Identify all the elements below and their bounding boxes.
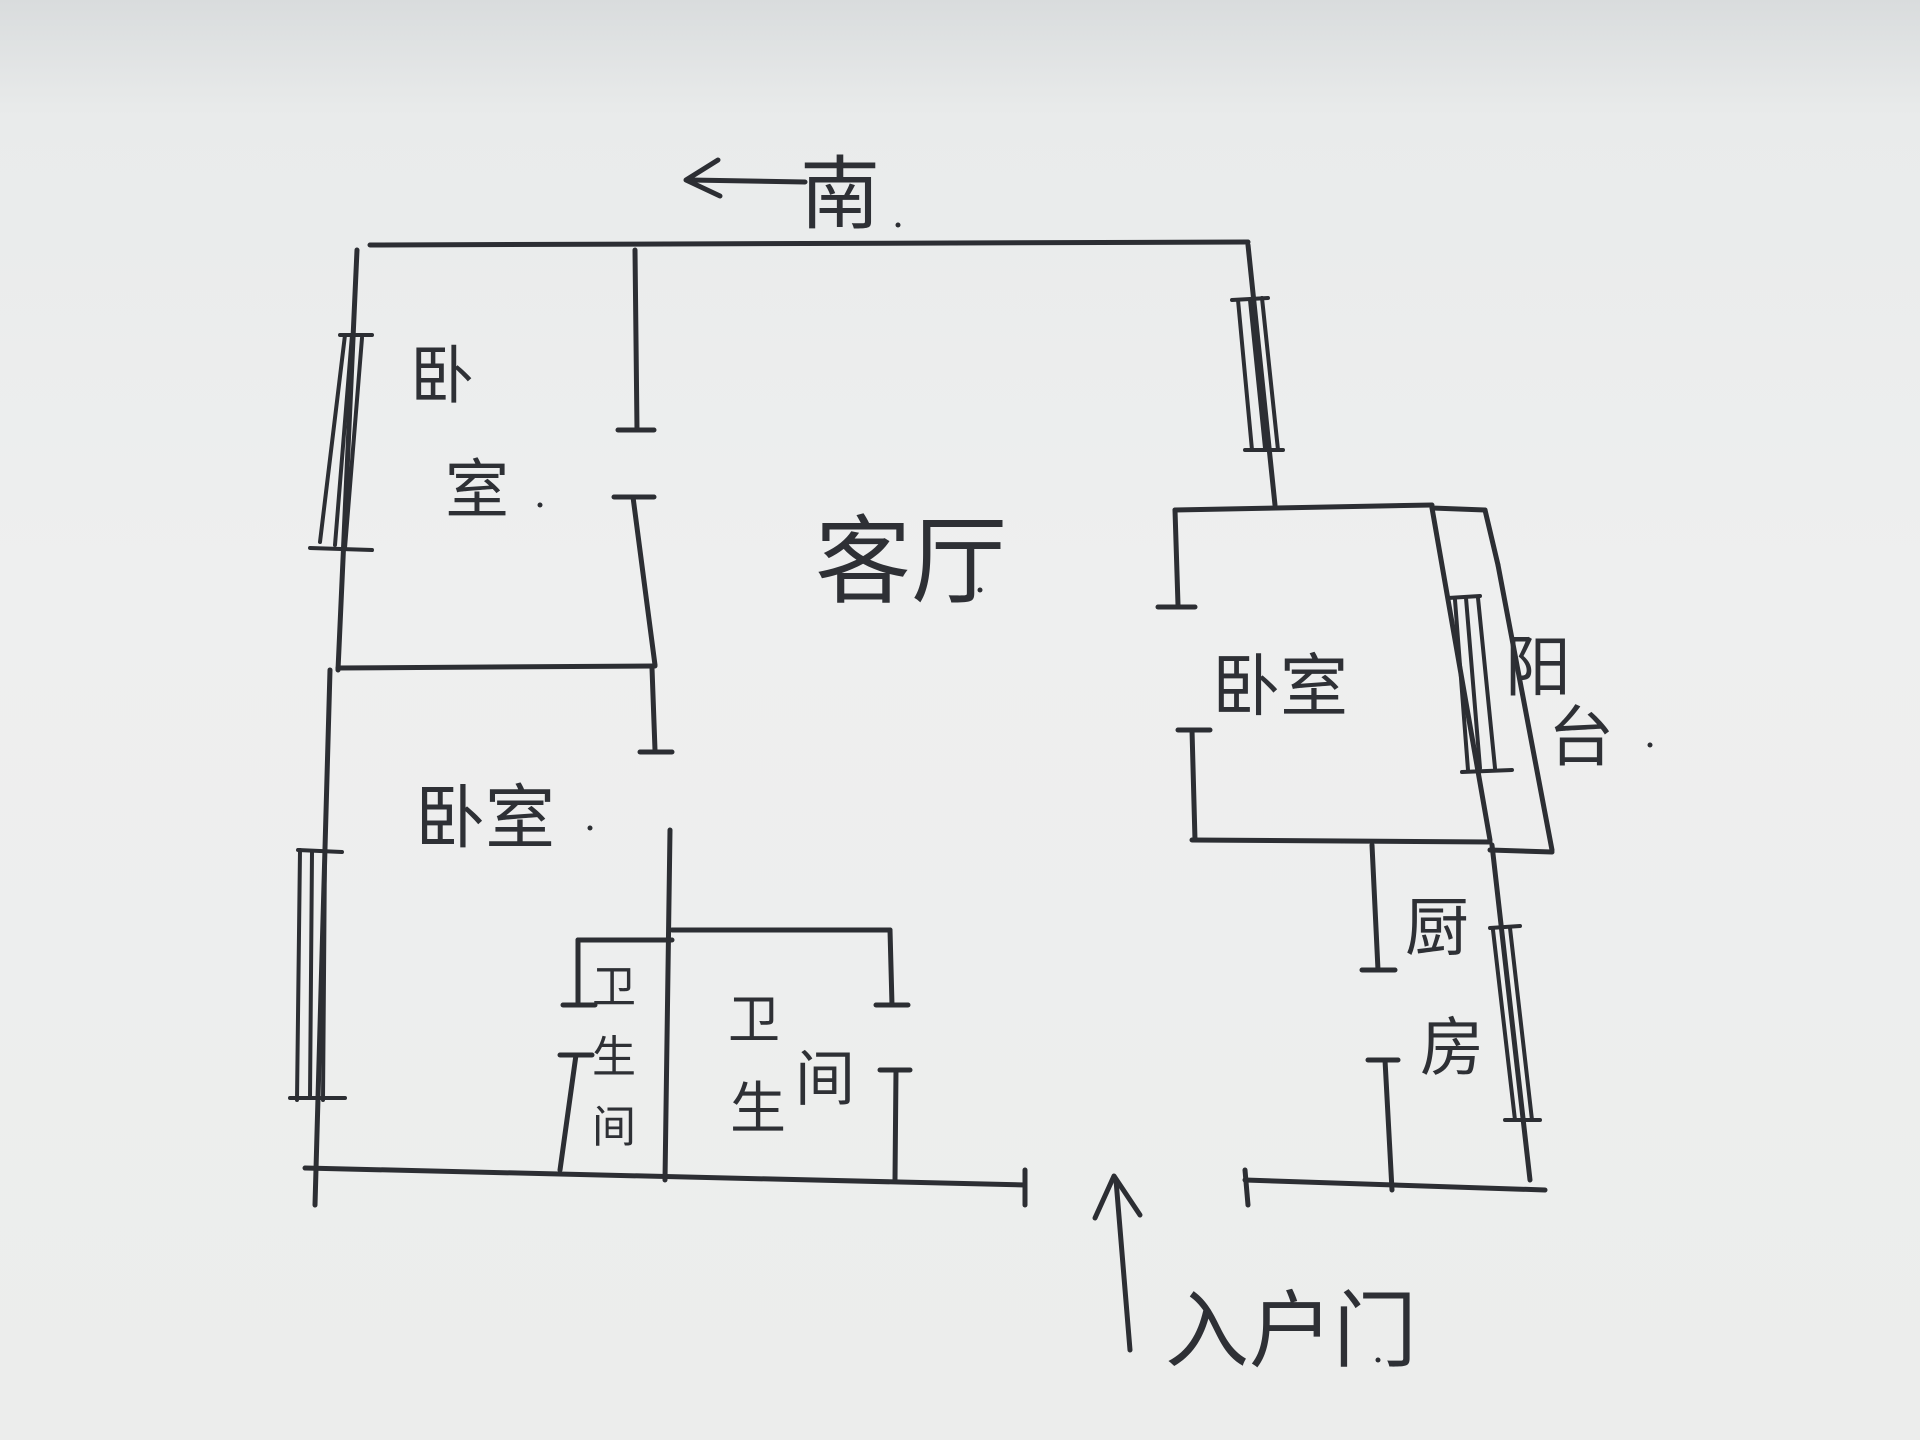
outer-walls <box>302 239 1548 1208</box>
label-balcony-2: 台 <box>1548 699 1614 776</box>
label-bedroom-top-left-1: 卧 <box>410 340 474 414</box>
label-living-room: 客厅 <box>815 506 1007 618</box>
label-kitchen-2: 房 <box>1420 1012 1484 1086</box>
label-entrance: 入户门 <box>1165 1282 1417 1380</box>
label-balcony-1: 阳 <box>1505 629 1571 706</box>
window-bottom-left <box>288 848 347 1102</box>
label-bedroom-top-left-2: 室 <box>445 454 509 528</box>
label-bedroom-right: 卧室 <box>1212 648 1348 727</box>
entrance-arrow-icon <box>1092 1173 1143 1353</box>
label-bathroom-main-1: 卫 <box>728 991 780 1051</box>
label-bedroom-bottom-left: 卧室 <box>415 777 555 859</box>
bathroom-walls <box>557 827 913 1183</box>
bedroom-top-left-walls <box>335 247 675 755</box>
window-right-top <box>1230 296 1285 452</box>
label-bathroom-small-2: 生 <box>592 1032 636 1083</box>
balcony-walls <box>1429 505 1555 855</box>
label-bathroom-main-2: 生 <box>730 1077 786 1142</box>
window-balcony <box>1446 594 1514 774</box>
compass-arrow-icon <box>683 157 808 199</box>
window-kitchen <box>1488 924 1542 1122</box>
label-bathroom-main-3: 间 <box>795 1045 855 1115</box>
label-bathroom-small-3: 间 <box>592 1102 636 1153</box>
label-bathroom-small-1: 卫 <box>592 962 636 1013</box>
kitchen-walls <box>1359 842 1533 1193</box>
compass-label: 南 <box>800 148 880 241</box>
label-kitchen-1: 厨 <box>1405 892 1469 966</box>
window-top-left <box>308 333 374 552</box>
